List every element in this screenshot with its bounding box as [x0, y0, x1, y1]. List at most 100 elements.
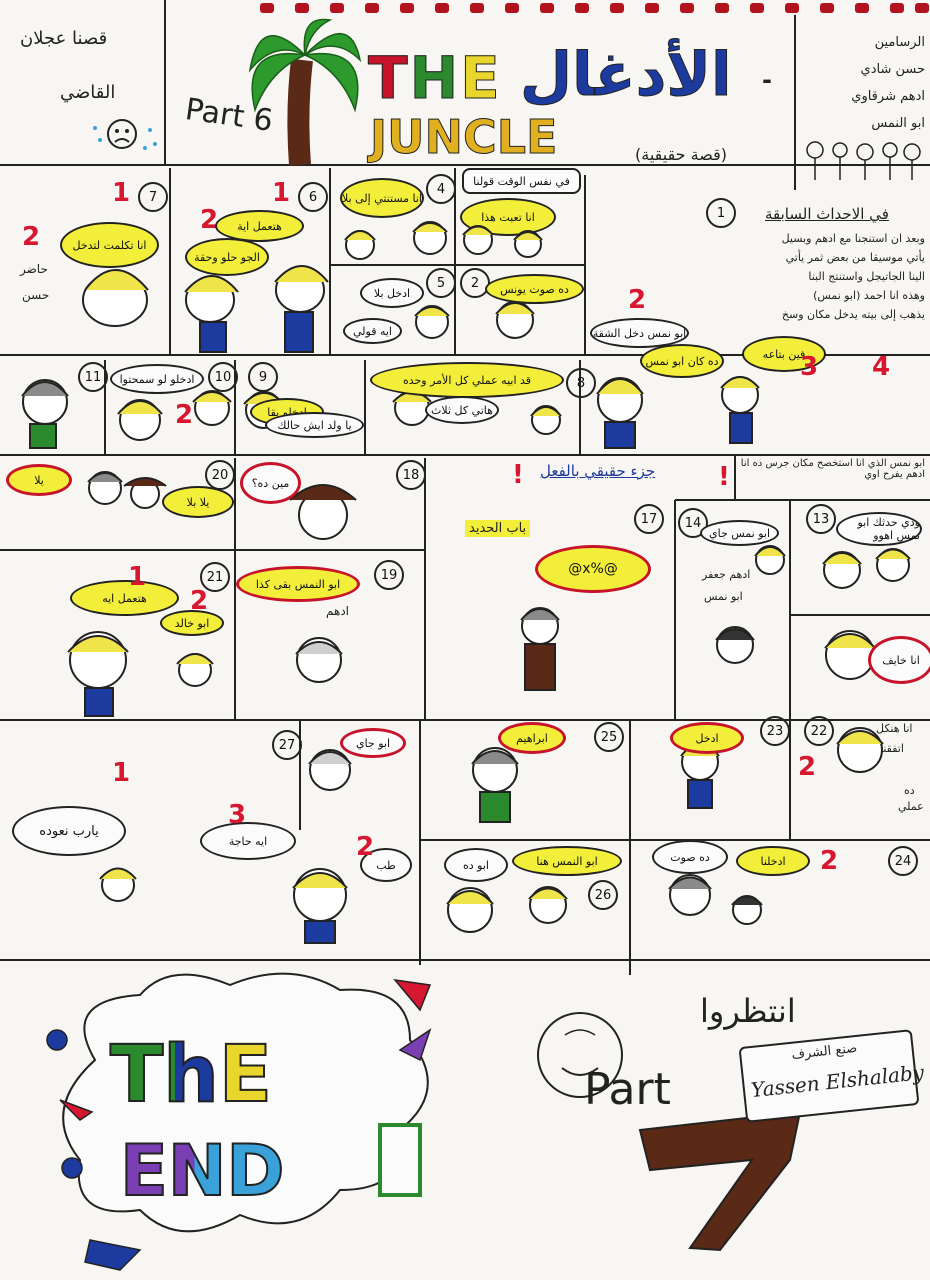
- panel-number: 4: [426, 174, 456, 204]
- panel-number: 24: [888, 846, 918, 876]
- panel-number: 27: [272, 730, 302, 760]
- speech-bubble: ودي حدثك ابو نمس اهوو: [836, 512, 922, 546]
- panel-number: 9: [248, 362, 278, 392]
- speech-bubble: انا تكلمت لتدخل: [60, 222, 159, 268]
- speech-bubble: قد ابيه عملي كل الأمر وحده: [370, 362, 564, 398]
- speech-bubble: مين ده؟: [240, 462, 301, 504]
- notebook-holes: [260, 3, 929, 13]
- wait-text: انتظروا: [700, 992, 796, 1030]
- recap-line: وهذه انا احمد (ابو نمس): [813, 289, 925, 302]
- speech-bubble: ابو النمس هنا: [512, 846, 622, 876]
- panel-number: 25: [594, 722, 624, 752]
- speech-bubble: @x%@: [535, 545, 651, 593]
- speech-bubble: ادخل بلا: [360, 278, 424, 308]
- caption: حسن: [22, 288, 50, 302]
- speech-bubble: ايه حاجة: [200, 822, 296, 860]
- speech-bubble: فين بتاعه: [742, 336, 826, 372]
- caption: ادهم جعفر: [702, 568, 751, 581]
- speech-bubble: ادخل: [670, 722, 744, 754]
- panel-number: 5: [426, 268, 456, 298]
- speech-bubble: ده صوت يونس: [485, 274, 584, 304]
- panel-number: 7: [138, 182, 168, 212]
- title-the: THE: [368, 44, 502, 113]
- panel-number: 1: [706, 198, 736, 228]
- recap-line: يأتي موسيقا من بعض ثمر يأتي: [785, 251, 925, 264]
- speech-order-mark: 2: [190, 586, 209, 616]
- panel-number: 20: [205, 460, 235, 490]
- speech-bubble: ابراهيم: [498, 722, 566, 754]
- speech-order-mark: 1: [112, 178, 131, 208]
- caption: ادهم: [326, 604, 349, 618]
- end-title-end: END: [119, 1129, 286, 1213]
- credit-line: الرسامين: [874, 35, 925, 50]
- recap-line: الينا الجاتيجل واستنتج البنا: [808, 270, 925, 283]
- door-sign: باب الحديد: [465, 520, 531, 537]
- speech-bubble: الجو حلو وحقة: [185, 238, 269, 276]
- speech-order-mark: 1: [128, 562, 147, 592]
- speech-bubble: ابو النمس بقى كذا: [236, 566, 360, 602]
- panel-number: 23: [760, 716, 790, 746]
- speech-bubble: ابو نمس جاي: [700, 520, 779, 546]
- speech-bubble: هاتي كل ثلاث: [425, 396, 499, 424]
- speech-bubble: ابو جاي: [340, 728, 406, 758]
- part-next-label: Part: [584, 1064, 671, 1115]
- speech-bubble: ابو خالد: [160, 610, 224, 636]
- speech-bubble: ابو نمس دخل الشقة: [590, 318, 689, 348]
- panel-number: 18: [396, 460, 426, 490]
- credit-line: ابو النمس: [871, 116, 925, 131]
- speech-order-mark: 2: [175, 400, 194, 430]
- panel-number: 19: [374, 560, 404, 590]
- recap-line: يذهب إلى بيته يدخل مكان وسخ: [781, 308, 925, 321]
- caption-box: في نفس الوقت قولنا: [462, 168, 581, 194]
- speech-order-mark: 2: [200, 205, 219, 235]
- panel-number: 10: [208, 362, 238, 392]
- author-note-line2: القاضي: [60, 82, 116, 103]
- caption: ابو نمس الذي انا استخصح مكان جرس ده انا …: [740, 458, 925, 480]
- speech-bubble: انا خايف: [868, 636, 930, 684]
- caption: اتفقنا: [880, 742, 904, 755]
- title-jungle: JUNCLE: [369, 110, 558, 165]
- speech-bubble: يلا بلا: [162, 486, 234, 518]
- speech-order-mark: 1: [272, 178, 291, 208]
- speech-order-mark: 4: [872, 352, 891, 382]
- real-part-caption: جزء حقيقي بالفعل: [540, 462, 656, 480]
- speech-order-mark: 1: [112, 758, 131, 788]
- speech-bubble: ابو ده: [444, 848, 508, 882]
- credits-list: الرسامين حسن شادي ادهم شرقاوي ابو النمس: [800, 35, 925, 131]
- panel-number: 26: [588, 880, 618, 910]
- panel-number: 13: [806, 504, 836, 534]
- panel-number: 21: [200, 562, 230, 592]
- author-english: Yassen Elshalaby: [749, 1060, 926, 1103]
- caption: حاضر: [20, 262, 48, 276]
- speech-order-mark: 3: [228, 800, 247, 830]
- speech-bubble: هتعمل ايه: [70, 580, 179, 616]
- speech-bubble: انا تعبت هذا: [460, 198, 556, 236]
- speech-order-mark: 2: [356, 832, 375, 862]
- caption: انا هنكل: [876, 722, 913, 735]
- caption: ده: [904, 784, 915, 797]
- speech-bubble: ايه قولي: [343, 318, 402, 344]
- speech-bubble: يلا: [6, 464, 72, 496]
- panel-number: 17: [634, 504, 664, 534]
- credit-line: حسن شادي: [860, 62, 925, 77]
- speech-bubble: ده كان ابو نمس: [640, 344, 724, 378]
- author-note-line1: قصنا عجلان: [20, 28, 108, 49]
- caption: ابو نمس: [704, 590, 743, 603]
- panel-number: 2: [460, 268, 490, 298]
- speech-order-mark: 2: [798, 752, 817, 782]
- speech-bubble: انا مستنتي إلى بلا: [340, 178, 424, 218]
- author-arabic: صنع الشرف: [790, 1040, 858, 1063]
- subtitle: (قصة حقيقية): [635, 145, 727, 164]
- recap-text: وبعد ان استنجنا مع ادهم وبسيل يأتي موسيق…: [720, 232, 925, 321]
- speech-bubble: ادخلنا: [736, 846, 810, 876]
- exclamation-mark: !: [512, 460, 524, 490]
- speech-bubble: ادخلو لو سمحتوا: [110, 364, 204, 394]
- credit-line: ادهم شرقاوي: [851, 89, 925, 104]
- speech-order-mark: 2: [628, 285, 647, 315]
- title-arabic: الأدغال: [520, 40, 733, 111]
- panel-number: 8: [566, 368, 596, 398]
- part-next-number: 7: [700, 1200, 701, 1201]
- panel-number: 22: [804, 716, 834, 746]
- speech-bubble: هتعمل اية: [215, 210, 304, 242]
